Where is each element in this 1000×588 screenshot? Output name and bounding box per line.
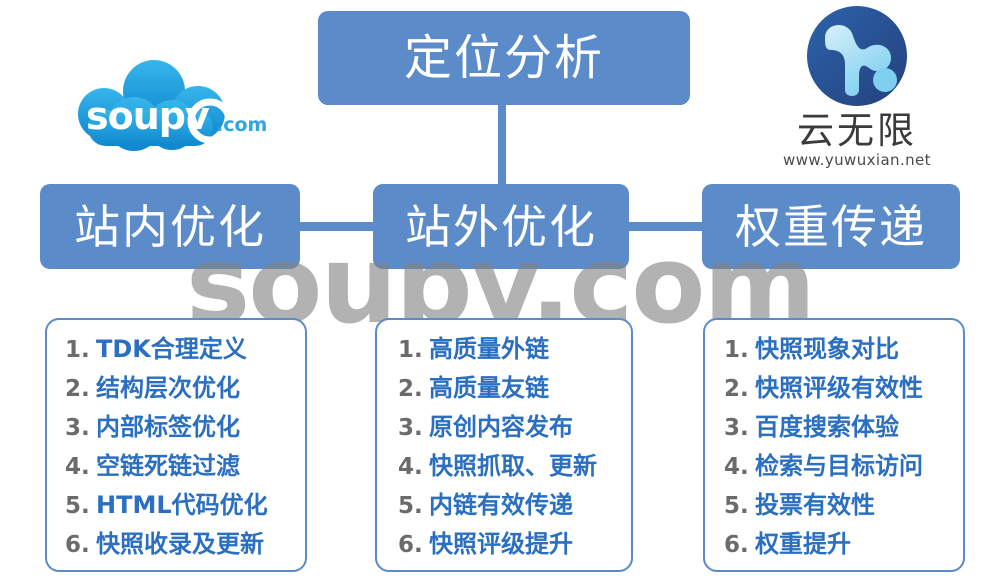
list-item[interactable]: 6. 权重提升 <box>705 524 963 563</box>
node-branch-weight[interactable]: 权重传递 <box>702 184 960 269</box>
list-item-number: 5. <box>65 493 90 519</box>
list-item-label: 内部标签优化 <box>96 413 240 441</box>
list-item-label: 空链死链过滤 <box>96 452 240 480</box>
list-item-label: 内链有效传递 <box>429 491 573 519</box>
list-item[interactable]: 2. 高质量友链 <box>377 368 631 407</box>
list-item-number: 3. <box>65 415 90 441</box>
list-panel-weight: 1. 快照现象对比 2. 快照评级有效性 3. 百度搜索体验 4. 检索与目标访… <box>703 318 965 572</box>
list-item-label: 高质量外链 <box>429 335 549 363</box>
node-branch-off-site-label: 站外优化 <box>405 199 597 254</box>
yuwuxian-brand-name: 云无限 <box>797 109 917 152</box>
connector-root-to-middle <box>498 100 506 192</box>
list-item-number: 6. <box>724 532 749 558</box>
list-item-label: 快照抓取、更新 <box>429 452 597 480</box>
soupv-domain-suffix: .com <box>216 114 268 136</box>
list-item[interactable]: 6. 快照收录及更新 <box>47 524 305 563</box>
list-item-number: 2. <box>724 376 749 402</box>
yuwuxian-mark-icon <box>805 4 909 108</box>
list-item-label: 快照收录及更新 <box>96 530 264 558</box>
list-item[interactable]: 1. 高质量外链 <box>377 329 631 368</box>
list-item[interactable]: 5. HTML代码优化 <box>47 485 305 524</box>
soupv-logo: soupv .com <box>58 58 290 166</box>
list-item-number: 1. <box>398 337 423 363</box>
list-item-number: 6. <box>65 532 90 558</box>
list-item-label: 权重提升 <box>755 530 851 558</box>
list-item-label: 投票有效性 <box>755 491 875 519</box>
list-item-number: 5. <box>398 493 423 519</box>
list-item[interactable]: 4. 检索与目标访问 <box>705 446 963 485</box>
yuwuxian-logo: 云无限 www.yuwuxian.net <box>752 4 962 174</box>
list-item-number: 3. <box>398 415 423 441</box>
list-item[interactable]: 4. 空链死链过滤 <box>47 446 305 485</box>
list-panel-off-site: 1. 高质量外链 2. 高质量友链 3. 原创内容发布 4. 快照抓取、更新 5… <box>375 318 633 572</box>
node-branch-on-site-label: 站内优化 <box>74 199 266 254</box>
list-item-number: 4. <box>724 454 749 480</box>
yuwuxian-url: www.yuwuxian.net <box>783 150 931 169</box>
list-item-label: 原创内容发布 <box>429 413 573 441</box>
list-panel-on-site: 1. TDK合理定义 2. 结构层次优化 3. 内部标签优化 4. 空链死链过滤… <box>45 318 307 572</box>
list-item-number: 2. <box>398 376 423 402</box>
list-item[interactable]: 3. 原创内容发布 <box>377 407 631 446</box>
list-item-number: 6. <box>398 532 423 558</box>
list-item-label: 检索与目标访问 <box>755 452 923 480</box>
list-item-label: 结构层次优化 <box>96 374 240 402</box>
list-item-label: 快照现象对比 <box>755 335 899 363</box>
list-item-label: 快照评级提升 <box>429 530 573 558</box>
list-item-number: 4. <box>398 454 423 480</box>
list-item-number: 3. <box>724 415 749 441</box>
list-item-label: HTML代码优化 <box>96 491 268 519</box>
list-item[interactable]: 1. 快照现象对比 <box>705 329 963 368</box>
soupv-cloud-icon <box>78 60 238 152</box>
list-item-number: 1. <box>65 337 90 363</box>
list-item[interactable]: 1. TDK合理定义 <box>47 329 305 368</box>
node-root-label: 定位分析 <box>403 30 604 86</box>
list-item[interactable]: 5. 内链有效传递 <box>377 485 631 524</box>
list-item-label: TDK合理定义 <box>96 335 247 363</box>
node-branch-off-site[interactable]: 站外优化 <box>373 184 629 269</box>
list-item[interactable]: 4. 快照抓取、更新 <box>377 446 631 485</box>
list-item[interactable]: 3. 内部标签优化 <box>47 407 305 446</box>
list-item[interactable]: 5. 投票有效性 <box>705 485 963 524</box>
list-item-label: 快照评级有效性 <box>755 374 923 402</box>
list-item[interactable]: 3. 百度搜索体验 <box>705 407 963 446</box>
list-item-number: 5. <box>724 493 749 519</box>
node-branch-weight-label: 权重传递 <box>735 199 927 254</box>
soupv-wordmark: soupv <box>86 94 210 138</box>
list-item-number: 4. <box>65 454 90 480</box>
list-item[interactable]: 2. 结构层次优化 <box>47 368 305 407</box>
list-item-label: 百度搜索体验 <box>755 413 899 441</box>
list-item-number: 1. <box>724 337 749 363</box>
node-root[interactable]: 定位分析 <box>318 11 690 105</box>
list-item[interactable]: 6. 快照评级提升 <box>377 524 631 563</box>
node-branch-on-site[interactable]: 站内优化 <box>40 184 300 269</box>
list-item[interactable]: 2. 快照评级有效性 <box>705 368 963 407</box>
list-item-number: 2. <box>65 376 90 402</box>
list-item-label: 高质量友链 <box>429 374 549 402</box>
